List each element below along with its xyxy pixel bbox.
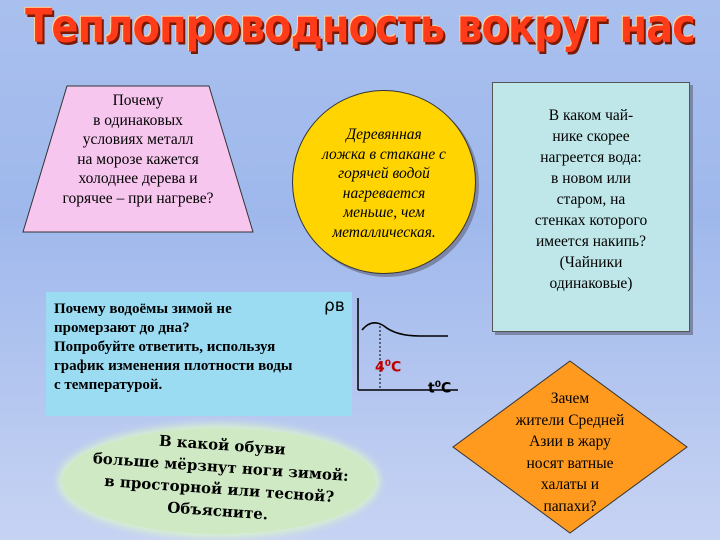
water-question-box: Почему водоёмы зимой не промерзают до дн… xyxy=(46,292,352,416)
diamond-text: Зачем жители Средней Азии в жару носят в… xyxy=(500,388,640,517)
teapot-text: В каком чай- нике скорее нагреется вода:… xyxy=(501,105,681,294)
wooden-spoon-circle: Деревянная ложка в стакане с горячей вод… xyxy=(292,90,476,274)
water-line: с температурой. xyxy=(54,377,163,393)
trapezoid-shape xyxy=(22,85,254,233)
diamond-line: носят ватные xyxy=(526,454,614,472)
teapot-line: имеется накипь? xyxy=(536,233,646,250)
diamond-line: халаты и xyxy=(540,476,600,493)
trapezoid-line: условиях металл xyxy=(82,131,194,148)
water-line: Попробуйте ответить, используя xyxy=(54,339,276,355)
teapot-line: старом, на xyxy=(556,191,626,208)
ellipse-text: В какой обуви больше мёрзнут ноги зимой:… xyxy=(77,424,362,531)
shoes-question-ellipse: В какой обуви больше мёрзнут ноги зимой:… xyxy=(62,428,376,534)
teapot-line: В каком чай- xyxy=(548,107,634,124)
metal-question-trapezoid: Почему в одинаковых условиях металл на м… xyxy=(22,85,254,233)
diamond-line: Азии в жару xyxy=(529,433,611,450)
diamond-line: папахи? xyxy=(543,497,597,515)
trapezoid-line: в одинаковых xyxy=(93,111,183,129)
circle-line: горячей водой xyxy=(338,165,430,182)
teapot-line: нике скорее xyxy=(552,128,630,145)
circle-text: Деревянная ложка в стакане с горячей вод… xyxy=(309,125,459,242)
circle-line: ложка в стакане с xyxy=(322,145,446,163)
density-graph-axes xyxy=(357,298,458,391)
water-line: Почему водоёмы зимой не xyxy=(54,301,232,317)
diamond-line: жители Средней xyxy=(515,411,625,429)
diamond-shape xyxy=(452,360,688,534)
trapezoid-line: горячее – при нагреве? xyxy=(62,189,214,207)
teapot-line: в новом или xyxy=(551,170,631,187)
density-curve xyxy=(361,322,448,337)
water-line: график изменения плотности воды xyxy=(54,358,293,374)
teapot-line: нагреется вода: xyxy=(540,149,642,166)
robes-question-diamond: Зачем жители Средней Азии в жару носят в… xyxy=(452,360,688,534)
circle-line: металлическая. xyxy=(332,223,436,241)
teapot-line: стенках которого xyxy=(534,212,648,229)
trapezoid-line: холоднее дерева и xyxy=(78,170,198,187)
trapezoid-text: Почему в одинаковых условиях металл на м… xyxy=(34,91,242,208)
page-title: Теплопроводность вокруг нас xyxy=(25,0,696,54)
x-axis-label: t0C xyxy=(428,380,452,397)
y-axis-label: ρв xyxy=(324,296,345,316)
trapezoid-line: Почему xyxy=(112,92,164,109)
circle-line: меньше, чем xyxy=(343,204,425,221)
water-line: промерзают до дна? xyxy=(54,320,190,336)
trapezoid-line: на морозе кажется xyxy=(77,150,199,168)
teapot-line: одинаковые) xyxy=(549,275,633,292)
teapot-line: (Чайники xyxy=(559,254,623,271)
teapot-question-box: В каком чай- нике скорее нагреется вода:… xyxy=(492,82,690,332)
marker-label: 40C xyxy=(375,359,402,376)
water-text: Почему водоёмы зимой не промерзают до дн… xyxy=(54,300,344,395)
circle-line: нагревается xyxy=(342,184,426,202)
circle-line: Деревянная xyxy=(346,126,422,143)
density-graph: ρв 40C t0C xyxy=(324,296,460,402)
diamond-line: Зачем xyxy=(550,390,590,407)
